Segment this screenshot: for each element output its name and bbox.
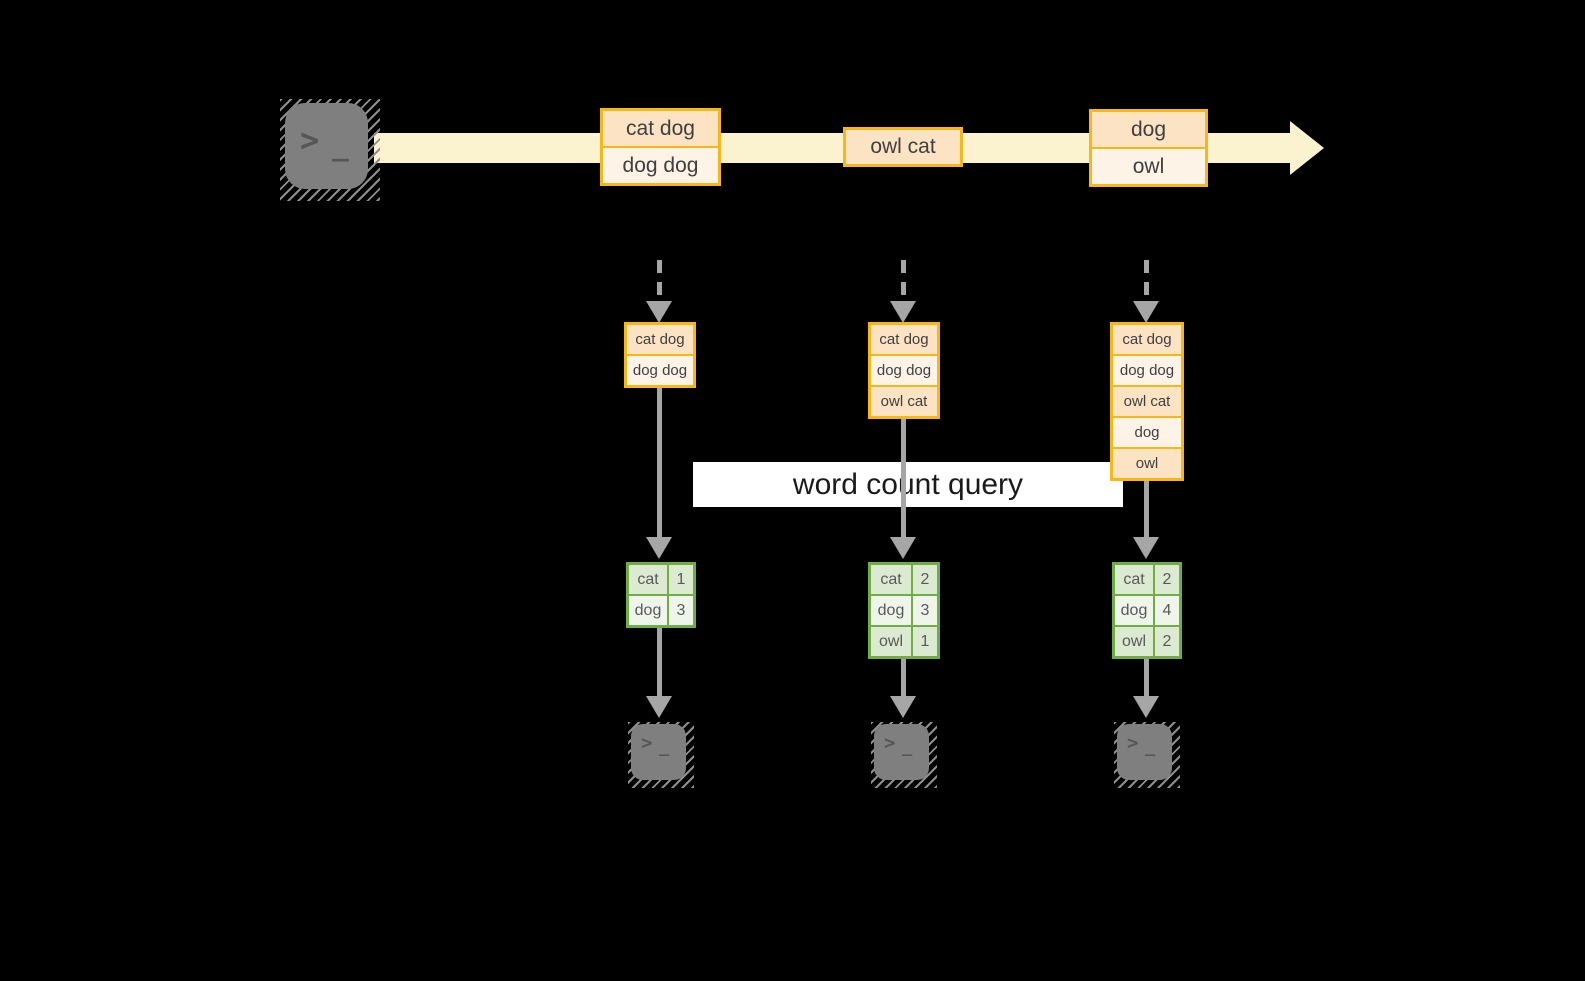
- count-cell: 2: [1153, 627, 1179, 656]
- input-buffer-1: cat dog dog dog: [624, 322, 696, 388]
- terminal-icon: > _: [628, 722, 694, 788]
- table-row: cat 2: [1115, 565, 1179, 594]
- cursor-icon: _: [1145, 737, 1156, 757]
- stream-arrowhead-icon: [1290, 121, 1324, 175]
- input-buffer-3: cat dog dog dog owl cat dog owl: [1110, 322, 1184, 481]
- dashed-down-arrow: [901, 260, 906, 302]
- batch-row: cat dog: [603, 111, 718, 146]
- prompt-icon: >: [884, 732, 896, 754]
- batch-row: dog dog: [603, 146, 718, 183]
- word-cell: owl: [871, 627, 911, 656]
- batch-row: owl: [1092, 147, 1205, 184]
- down-arrowhead-icon: [1133, 696, 1159, 718]
- count-cell: 3: [911, 596, 937, 625]
- down-arrow: [657, 626, 662, 698]
- buffer-row: owl cat: [1113, 385, 1181, 416]
- down-arrow: [901, 657, 906, 698]
- dashed-down-arrow: [1144, 260, 1149, 302]
- terminal-screen: [631, 724, 686, 780]
- word-cell: cat: [1115, 565, 1153, 594]
- word-cell: dog: [629, 596, 667, 625]
- word-cell: cat: [871, 565, 911, 594]
- prompt-icon: >: [300, 121, 320, 159]
- count-cell: 2: [911, 565, 937, 594]
- terminal-screen: [1117, 724, 1172, 780]
- down-arrow: [1144, 479, 1149, 538]
- word-count-table-1: cat 1 dog 3: [626, 562, 696, 628]
- buffer-row: dog dog: [871, 354, 937, 385]
- buffer-row: cat dog: [1113, 325, 1181, 354]
- cursor-icon: _: [332, 129, 349, 162]
- terminal-icon: > _: [280, 99, 380, 201]
- table-row: owl 2: [1115, 625, 1179, 656]
- terminal-icon: > _: [1114, 722, 1180, 788]
- prompt-icon: >: [1127, 732, 1139, 754]
- cursor-icon: _: [902, 737, 913, 757]
- table-row: dog 3: [629, 594, 693, 625]
- buffer-row: dog dog: [1113, 354, 1181, 385]
- terminal-icon: > _: [871, 722, 937, 788]
- word-cell: dog: [871, 596, 911, 625]
- down-arrowhead-icon: [646, 301, 672, 323]
- table-row: owl 1: [871, 625, 937, 656]
- down-arrow: [901, 417, 906, 538]
- table-row: dog 4: [1115, 594, 1179, 625]
- word-count-table-3: cat 2 dog 4 owl 2: [1112, 562, 1182, 659]
- word-cell: cat: [629, 565, 667, 594]
- down-arrowhead-icon: [646, 537, 672, 559]
- dashed-down-arrow: [657, 260, 662, 302]
- down-arrowhead-icon: [1133, 301, 1159, 323]
- terminal-screen: [285, 103, 368, 189]
- buffer-row: owl: [1113, 447, 1181, 478]
- down-arrow: [657, 386, 662, 538]
- down-arrowhead-icon: [890, 696, 916, 718]
- down-arrowhead-icon: [646, 696, 672, 718]
- down-arrowhead-icon: [1133, 537, 1159, 559]
- input-buffer-2: cat dog dog dog owl cat: [868, 322, 940, 419]
- down-arrow: [1144, 657, 1149, 698]
- buffer-row: cat dog: [627, 325, 693, 354]
- terminal-screen: [874, 724, 929, 780]
- query-label: word count query: [693, 462, 1123, 507]
- prompt-icon: >: [641, 732, 653, 754]
- stream-batch-1: cat dog dog dog: [600, 108, 721, 186]
- word-cell: dog: [1115, 596, 1153, 625]
- buffer-row: cat dog: [871, 325, 937, 354]
- word-count-table-2: cat 2 dog 3 owl 1: [868, 562, 940, 659]
- count-cell: 1: [911, 627, 937, 656]
- table-row: dog 3: [871, 594, 937, 625]
- table-row: cat 2: [871, 565, 937, 594]
- stream-batch-2: owl cat: [843, 127, 963, 167]
- buffer-row: dog dog: [627, 354, 693, 385]
- down-arrowhead-icon: [890, 537, 916, 559]
- buffer-row: dog: [1113, 416, 1181, 447]
- buffer-row: owl cat: [871, 385, 937, 416]
- count-cell: 1: [667, 565, 693, 594]
- count-cell: 3: [667, 596, 693, 625]
- table-row: cat 1: [629, 565, 693, 594]
- batch-row: dog: [1092, 112, 1205, 147]
- count-cell: 4: [1153, 596, 1179, 625]
- count-cell: 2: [1153, 565, 1179, 594]
- stream-batch-3: dog owl: [1089, 109, 1208, 187]
- batch-row: owl cat: [846, 130, 960, 164]
- word-cell: owl: [1115, 627, 1153, 656]
- down-arrowhead-icon: [890, 301, 916, 323]
- cursor-icon: _: [659, 737, 670, 757]
